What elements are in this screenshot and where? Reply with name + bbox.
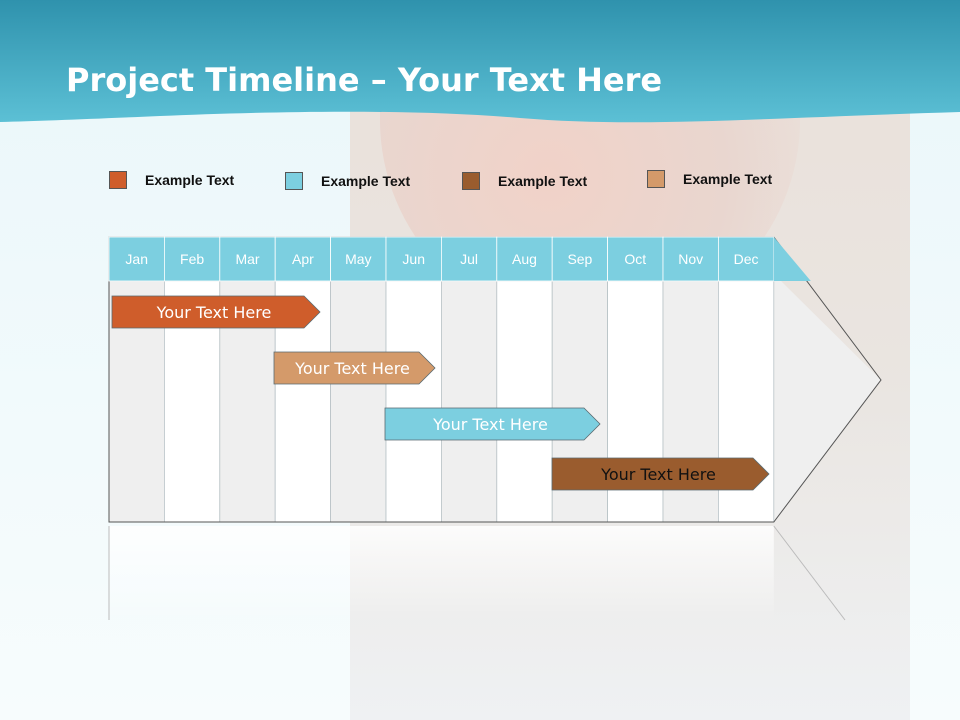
timeline-bar-label: Your Text Here bbox=[600, 465, 716, 484]
month-header: Jan Feb Mar Apr May Jun Jul Aug Sep Oct Nov Dec bbox=[108, 236, 811, 282]
month-header-cell bbox=[440, 236, 498, 282]
legend-swatch-2 bbox=[285, 172, 303, 190]
month-column bbox=[440, 280, 498, 523]
timeline-bar-label: Your Text Here bbox=[432, 415, 548, 434]
month-header-cell bbox=[496, 236, 553, 282]
legend-item-2: Example Text bbox=[285, 172, 410, 190]
legend-swatch-3 bbox=[462, 172, 480, 190]
header-band bbox=[0, 0, 960, 123]
header-wave bbox=[0, 0, 960, 123]
month-label: Jul bbox=[460, 251, 478, 267]
timeline-bar-shape bbox=[273, 351, 436, 385]
legend-label-2: Example Text bbox=[321, 173, 411, 189]
timeline-bar-label: Your Text Here bbox=[294, 359, 410, 378]
month-header-cell bbox=[274, 236, 332, 282]
month-label: Sep bbox=[567, 251, 592, 267]
reflection-edge bbox=[773, 525, 846, 621]
month-label: Mar bbox=[235, 251, 259, 267]
month-header-cell bbox=[662, 236, 719, 282]
legend-item-1: Example Text bbox=[109, 171, 234, 189]
month-header-cell bbox=[163, 236, 221, 282]
month-label: Aug bbox=[512, 251, 537, 267]
month-label: Nov bbox=[678, 251, 703, 267]
month-header-cell bbox=[607, 236, 664, 282]
month-label: Oct bbox=[624, 251, 646, 267]
legend-label-4: Example Text bbox=[683, 171, 773, 187]
month-header-cell bbox=[551, 236, 609, 282]
legend-label-1: Example Text bbox=[145, 172, 235, 188]
timeline-bar-label: Your Text Here bbox=[156, 303, 272, 322]
arrow-head-header bbox=[773, 237, 811, 281]
reflection-fill bbox=[109, 526, 774, 621]
title-rest: – Your Text Here bbox=[359, 61, 663, 99]
month-label: Jan bbox=[125, 251, 148, 267]
timeline-bar: Your Text Here bbox=[273, 351, 436, 385]
timeline-bar: Your Text Here bbox=[384, 407, 601, 441]
month-label: Apr bbox=[292, 251, 314, 267]
month-column bbox=[330, 280, 387, 523]
month-header-cell bbox=[385, 236, 442, 282]
title-bold: Project Timeline bbox=[66, 61, 360, 99]
month-header-cell bbox=[219, 236, 276, 282]
legend-label-3: Example Text bbox=[498, 173, 588, 189]
legend-item-4: Example Text bbox=[647, 170, 772, 188]
timeline-bar-shape bbox=[551, 457, 770, 491]
timeline-bar: Your Text Here bbox=[111, 295, 321, 329]
timeline-reflection bbox=[108, 525, 846, 621]
month-column bbox=[496, 280, 553, 523]
legend-swatch-1 bbox=[109, 171, 127, 189]
legend-swatch-4 bbox=[647, 170, 665, 188]
month-label: Dec bbox=[734, 251, 759, 267]
timeline-bar: Your Text Here bbox=[551, 457, 770, 491]
timeline-bar-shape bbox=[384, 407, 601, 441]
arrow-head-fill bbox=[773, 281, 881, 522]
month-header-cell bbox=[330, 236, 387, 282]
month-label: Jun bbox=[402, 251, 425, 267]
month-column bbox=[385, 280, 442, 523]
month-label: May bbox=[345, 251, 371, 267]
page-title: Project Timeline – Your Text Here bbox=[66, 58, 662, 102]
timeline-bar-shape bbox=[111, 295, 321, 329]
legend-item-3: Example Text bbox=[462, 172, 587, 190]
month-label: Feb bbox=[180, 251, 204, 267]
month-header-cell bbox=[108, 236, 165, 282]
